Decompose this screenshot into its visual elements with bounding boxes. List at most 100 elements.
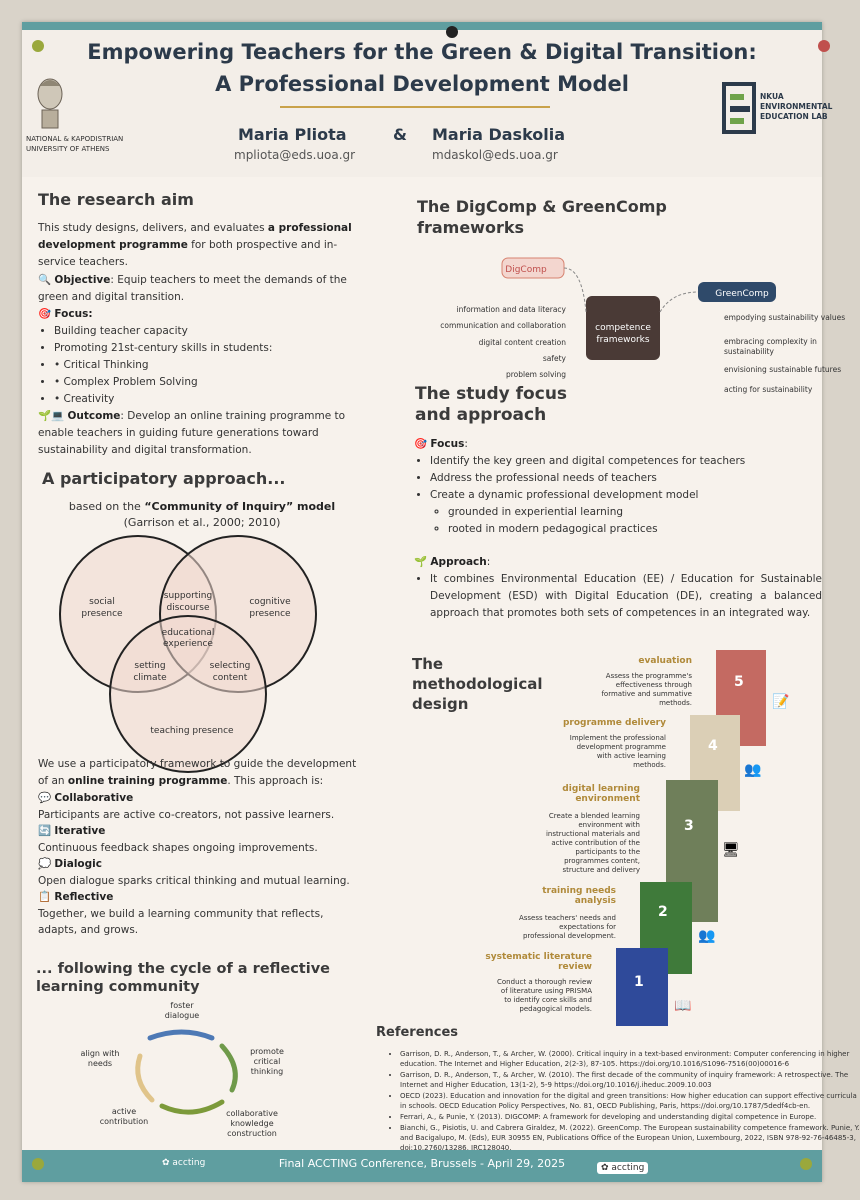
step-4-number: 4 (708, 738, 718, 754)
title-underline (280, 106, 550, 108)
frameworks-heading: The DigComp & GreenComp frameworks (417, 197, 667, 237)
venn-label-social-2: presence (81, 609, 123, 619)
footer-text: Final ACCTING Conference, Brussels - Apr… (278, 1157, 566, 1170)
green-item: embracing complexity in (724, 337, 817, 346)
list-item: rooted in modern pedagogical practices (448, 521, 814, 538)
green-item: sustainability (724, 347, 774, 356)
green-item: envisioning sustainable futures (724, 365, 841, 374)
cycle-label-align-2: needs (88, 1059, 112, 1068)
participatory-heading: A participatory approach... (42, 469, 286, 488)
study-focus-list: Identify the key green and digital compe… (414, 453, 814, 504)
step-4-title: programme delivery (562, 718, 666, 728)
list-item: It combines Environmental Education (EE)… (430, 571, 822, 622)
step-2-title: training needs analysis (542, 886, 616, 906)
cycle-label-foster: foster (170, 1001, 194, 1010)
study-focus-heading: The study focus and approach (415, 384, 568, 425)
venn-label-setting-2: climate (133, 673, 167, 683)
venn-label-cognitive: cognitive (249, 597, 291, 607)
cycle-label-active-2: contribution (100, 1117, 148, 1126)
digcomp-label: DigComp (505, 265, 547, 275)
author-2: Maria Daskolia (432, 125, 566, 144)
top-bar (22, 22, 822, 30)
step-1-desc: Conduct a thorough review of literature … (497, 978, 592, 1013)
list-item: grounded in experiential learning (448, 504, 814, 521)
framework-description: We use a participatory framework to guid… (38, 758, 357, 787)
leaf-icon: ✿ (601, 1163, 609, 1173)
footer-logo-left: ✿ accting (162, 1158, 206, 1168)
target-icon: 🎯 (414, 438, 428, 450)
participatory-citation: (Garrison et al., 2000; 2010) (123, 516, 281, 529)
study-focus-sublist: grounded in experiential learning rooted… (414, 504, 814, 538)
center-label-1: competence (595, 323, 651, 333)
poster-title: Empowering Teachers for the Green & Digi… (22, 36, 822, 100)
methodology-heading: The methodological design (412, 655, 543, 713)
cycle-arrow-4 (135, 1053, 155, 1103)
research-aim-intro: This study designs, delivers, and evalua… (38, 222, 352, 268)
cycle-label-align: align with (80, 1049, 119, 1058)
lab-name: NKUA ENVIRONMENTAL EDUCATION LAB (760, 92, 833, 121)
community-of-inquiry-venn: social presence cognitive presence suppo… (59, 535, 317, 773)
participatory-based-on: based on the “Community of Inquiry” mode… (68, 500, 336, 513)
clipboard-icon: 📋 (38, 891, 52, 903)
list-item: Bianchi, G., Pisiotis, U. and Cabrera Gi… (400, 1123, 860, 1153)
greencomp-pill (698, 282, 776, 302)
step-5-number: 5 (734, 674, 744, 690)
leaf-icon: ✿ (162, 1158, 170, 1168)
references-list: Garrison, D. R., Anderson, T., & Archer,… (360, 1049, 860, 1154)
refresh-icon: 🔄 (38, 825, 52, 837)
list-item: • Critical Thinking (54, 357, 368, 374)
approach-block: 🌱 Approach: It combines Environmental Ed… (414, 554, 822, 622)
footer-logo-right: ✿ accting (597, 1162, 649, 1174)
venn-label-educational: educational (162, 628, 215, 638)
step-1-number: 1 (634, 974, 644, 990)
computer-icon: 🖥 (722, 842, 740, 858)
university-name: NATIONAL & KAPODISTRIAN UNIVERSITY OF AT… (26, 135, 124, 153)
poster-footer (22, 1150, 822, 1182)
objective-block: 🔍 Objective: Equip teachers to meet the … (38, 274, 347, 303)
cycle-arrow-3 (159, 1099, 225, 1115)
list-item: Building teacher capacity (54, 323, 368, 340)
venn-label-setting: setting (134, 661, 165, 671)
title-line-1: Empowering Teachers for the Green & Digi… (87, 40, 757, 64)
pin-icon (32, 40, 44, 52)
cycle-heading: ... following the cycle of a reflective … (36, 961, 330, 995)
cycle-label-promote: promote (250, 1047, 284, 1056)
green-item: acting for sustainability (724, 385, 813, 394)
pin-icon (818, 40, 830, 52)
list-item: Create a dynamic professional developmen… (430, 487, 814, 504)
presentation-icon: 👥 (744, 762, 762, 778)
step-2-desc: Assess teachers' needs and expectations … (518, 914, 616, 940)
chat-icon: 💬 (38, 792, 52, 804)
poster-header: Empowering Teachers for the Green & Digi… (22, 22, 832, 177)
dig-item: safety (543, 354, 567, 363)
cycle-label-collab-3: construction (227, 1129, 277, 1138)
venn-label-teaching: teaching presence (150, 726, 234, 736)
venn-label-cognitive-2: presence (249, 609, 291, 619)
step-3-number: 3 (684, 818, 694, 834)
list-item: Identify the key green and digital compe… (430, 453, 814, 470)
people-icon: 👥 (698, 928, 716, 944)
list-item: Ferrari, A., & Punie, Y. (2013). DIGCOMP… (400, 1112, 860, 1122)
university-logo-icon (37, 78, 63, 129)
step-3-desc: Create a blended learning environment wi… (545, 812, 640, 874)
speech-icon: 💭 (38, 858, 52, 870)
email-2: mdaskol@eds.uoa.gr (432, 148, 558, 162)
list-item: Garrison, D. R., Anderson, T., & Archer,… (400, 1049, 860, 1069)
center-box (586, 296, 660, 360)
list-item: OECD (2023). Education and innovation fo… (400, 1091, 860, 1111)
pin-icon (446, 26, 458, 38)
sprout-icon: 🌱 (414, 556, 428, 568)
dig-item: problem solving (506, 370, 566, 379)
target-icon: 🎯 (38, 308, 52, 320)
step-4-desc: Implement the professional development p… (569, 734, 666, 769)
venn-label-supporting: supporting (164, 591, 212, 601)
cycle-label-promote-3: thinking (251, 1067, 284, 1076)
references-heading: References (376, 1025, 459, 1040)
research-aim-heading: The research aim (38, 190, 194, 209)
step-3-title: digital learning environment (562, 784, 640, 804)
list-item: Garrison, D. R., Anderson, T., & Archer,… (400, 1070, 860, 1090)
title-line-2: A Professional Development Model (215, 72, 629, 96)
email-1: mpliota@eds.uoa.gr (234, 148, 356, 162)
step-1-title: systematic literature review (485, 952, 592, 972)
pin-icon (32, 1158, 44, 1170)
